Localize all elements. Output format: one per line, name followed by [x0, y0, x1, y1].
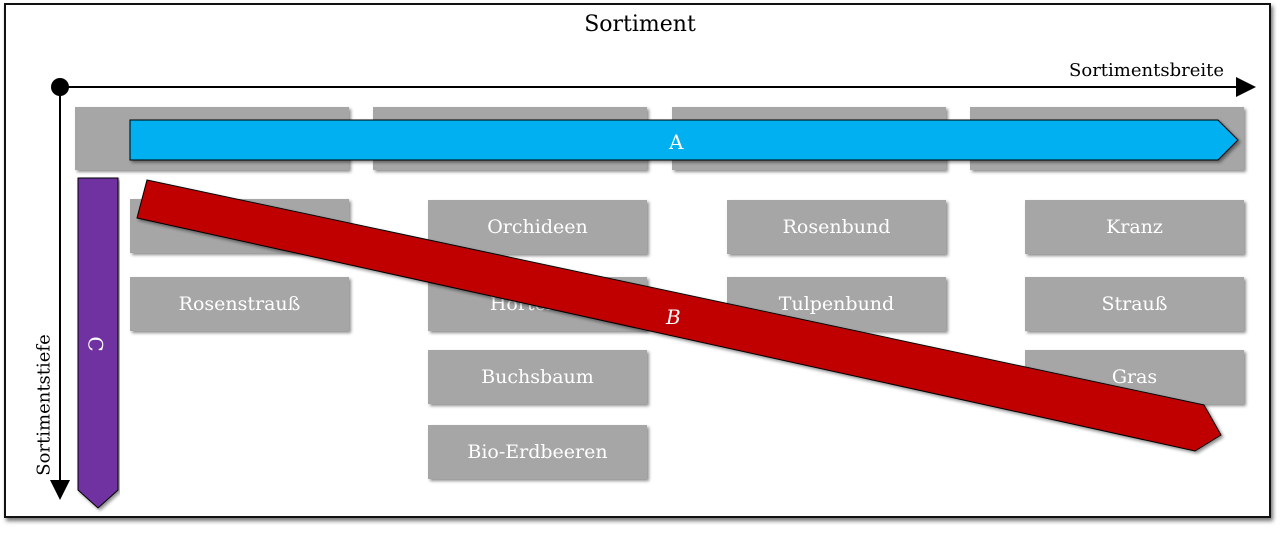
arrow-c-depth	[77, 177, 119, 509]
product-box: Rosenbund	[727, 200, 946, 254]
arrow-a-breadth	[129, 119, 1239, 161]
arrow-c-label: C	[83, 336, 108, 352]
arrow-b-label: B	[666, 305, 681, 329]
origin-dot	[51, 78, 69, 96]
arrow-b-diagonal	[136, 179, 1222, 452]
arrow-a-label: A	[669, 130, 684, 154]
x-axis-label: Sortimentsbreite	[1069, 60, 1224, 81]
product-box: Rosenstrauß	[130, 277, 349, 331]
diagram-title: Sortiment	[584, 12, 696, 37]
product-box: Orchideen	[428, 200, 647, 254]
product-box: Buchsbaum	[428, 350, 647, 404]
product-box: Bio-Erdbeeren	[428, 425, 647, 479]
product-box: Strauß	[1025, 277, 1244, 331]
product-box: Kranz	[1025, 200, 1244, 254]
